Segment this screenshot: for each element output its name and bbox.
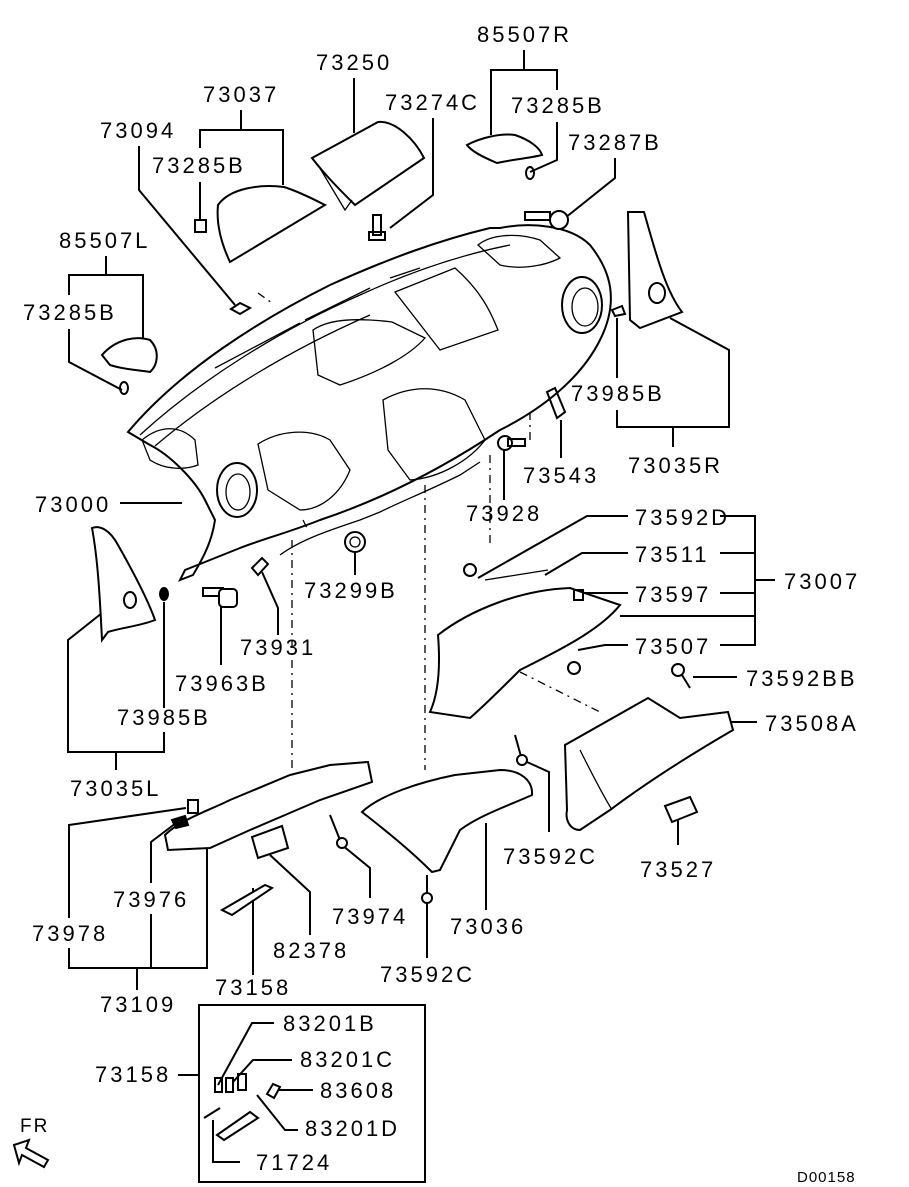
part-label-73035L[interactable]: 73035L bbox=[70, 776, 162, 801]
part-label-73592D[interactable]: 73592D bbox=[635, 505, 731, 530]
part-label-73158-top[interactable]: 73158 bbox=[215, 975, 292, 1000]
part-label-85507R[interactable]: 85507R bbox=[477, 22, 573, 47]
part-label-73299B[interactable]: 73299B bbox=[304, 578, 398, 603]
part-label-73931[interactable]: 73931 bbox=[240, 635, 317, 660]
leader-lines bbox=[67, 50, 775, 1163]
part-label-73287B[interactable]: 73287B bbox=[568, 130, 662, 155]
part-label-73511[interactable]: 73511 bbox=[635, 542, 710, 567]
part-label-73037[interactable]: 73037 bbox=[203, 82, 280, 107]
part-label-73285B-top-right[interactable]: 73285B bbox=[511, 93, 605, 118]
part-label-83201C[interactable]: 83201C bbox=[300, 1047, 396, 1072]
part-label-73985B-left[interactable]: 73985B bbox=[117, 705, 211, 730]
part-label-73508A[interactable]: 73508A bbox=[765, 711, 859, 736]
part-glyphs bbox=[90, 120, 735, 1142]
part-label-73985B-right[interactable]: 73985B bbox=[571, 381, 665, 406]
part-label-73974[interactable]: 73974 bbox=[332, 904, 409, 929]
part-label-73036[interactable]: 73036 bbox=[450, 914, 527, 939]
part-label-82378[interactable]: 82378 bbox=[273, 938, 350, 963]
part-label-73527[interactable]: 73527 bbox=[640, 857, 717, 882]
dashed-alignment-lines bbox=[257, 292, 601, 770]
part-label-73978[interactable]: 73978 bbox=[32, 921, 109, 946]
part-label-73507[interactable]: 73507 bbox=[635, 634, 712, 659]
part-label-83608[interactable]: 83608 bbox=[320, 1078, 397, 1103]
instrument-panel-73000 bbox=[126, 224, 612, 582]
part-label-73007[interactable]: 73007 bbox=[784, 569, 861, 594]
part-label-73109[interactable]: 73109 bbox=[100, 992, 177, 1017]
part-label-73592BB[interactable]: 73592BB bbox=[746, 666, 858, 691]
part-label-73963B[interactable]: 73963B bbox=[175, 671, 269, 696]
part-label-73592C-bottom[interactable]: 73592C bbox=[380, 962, 476, 987]
part-label-73928[interactable]: 73928 bbox=[466, 501, 543, 526]
part-label-73158-kit[interactable]: 73158 bbox=[95, 1062, 172, 1087]
diagram-code: D00158 bbox=[797, 1169, 856, 1186]
part-label-73000[interactable]: 73000 bbox=[35, 492, 112, 517]
kit-73158-box bbox=[198, 1004, 426, 1183]
part-label-73543[interactable]: 73543 bbox=[523, 463, 600, 488]
part-label-85507L[interactable]: 85507L bbox=[59, 228, 151, 253]
part-label-73592C-right[interactable]: 73592C bbox=[503, 844, 599, 869]
part-label-73274C[interactable]: 73274C bbox=[385, 90, 481, 115]
part-label-71724[interactable]: 71724 bbox=[256, 1150, 333, 1175]
part-label-73285B-left[interactable]: 73285B bbox=[23, 300, 117, 325]
part-label-73250[interactable]: 73250 bbox=[316, 50, 393, 75]
part-label-83201B[interactable]: 83201B bbox=[283, 1011, 377, 1036]
front-arrow-icon bbox=[12, 1138, 50, 1169]
part-label-73094[interactable]: 73094 bbox=[100, 118, 177, 143]
orientation-label: FR bbox=[20, 1116, 50, 1137]
part-label-73035R[interactable]: 73035R bbox=[628, 453, 724, 478]
part-label-83201D[interactable]: 83201D bbox=[305, 1116, 401, 1141]
part-label-73285B-top-left[interactable]: 73285B bbox=[152, 153, 246, 178]
part-label-73976[interactable]: 73976 bbox=[113, 887, 190, 912]
part-label-73597[interactable]: 73597 bbox=[635, 582, 712, 607]
